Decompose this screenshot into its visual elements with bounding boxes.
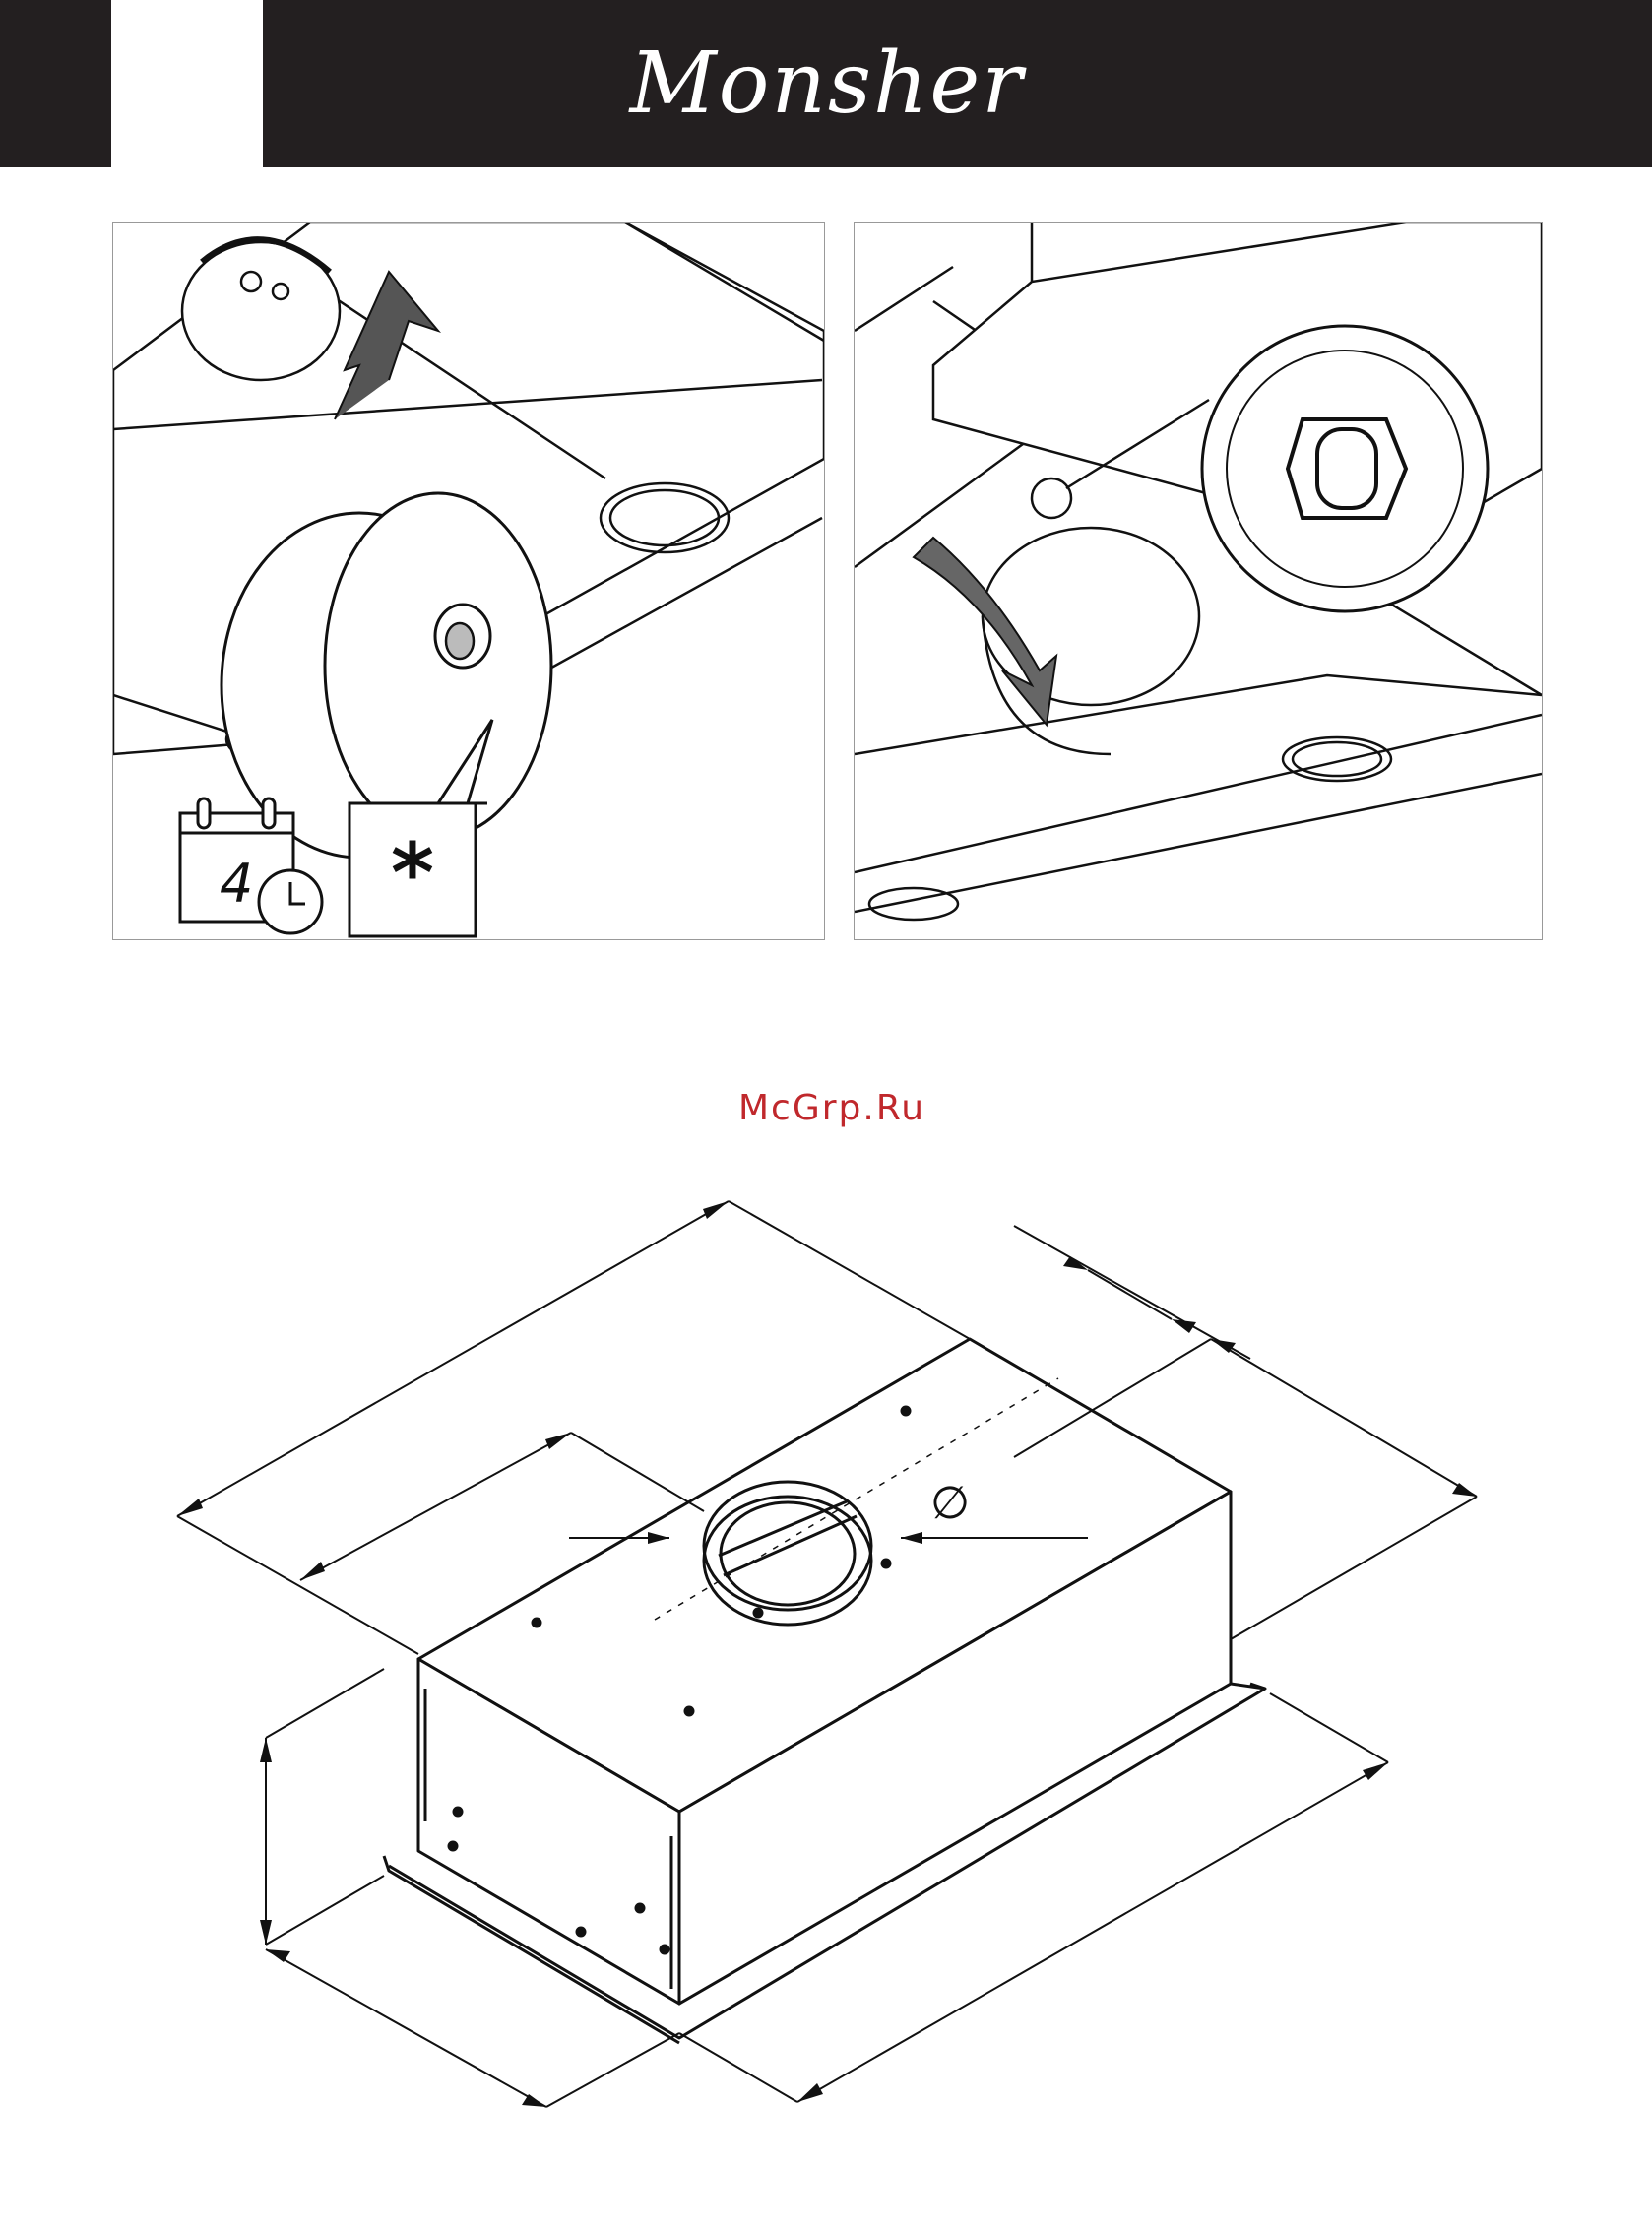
dimension-drawing-svg: ∅: [167, 1191, 1487, 2137]
filter-rotation-drawing: [855, 223, 1542, 939]
brand-logo: Monsher: [610, 20, 1044, 148]
header-left-block: [0, 0, 111, 167]
diameter-symbol: ∅: [930, 1476, 970, 1529]
filter-removal-drawing: 4 *: [113, 223, 824, 939]
illustration-filter-removal: 4 *: [112, 222, 825, 940]
watermark-text: McGrp.Ru: [689, 1088, 975, 1147]
illustration-filter-rotation: [854, 222, 1543, 940]
schedule-digit: 4: [220, 853, 253, 915]
marker-symbol: *: [391, 825, 434, 922]
hood-dimension-drawing: ∅: [167, 1191, 1487, 2137]
